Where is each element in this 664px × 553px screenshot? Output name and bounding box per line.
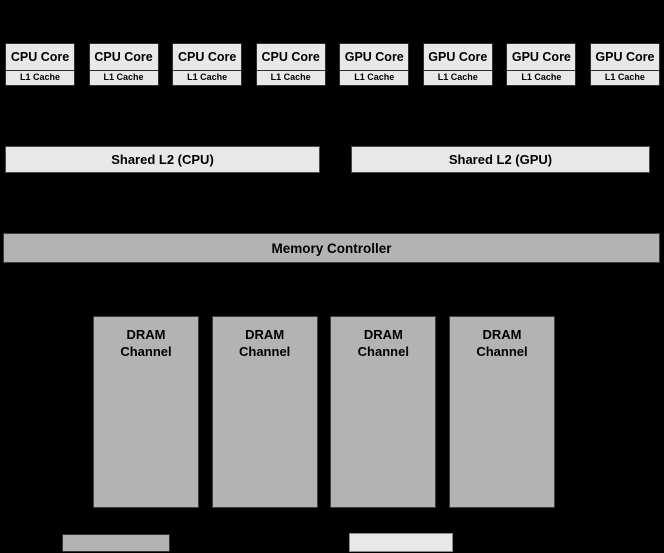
l1-cache-label: L1 Cache: [103, 72, 144, 83]
dram-label-line2: Channel: [239, 344, 291, 359]
dram-label-line1: DRAM: [245, 327, 285, 342]
core-label: CPU Core: [173, 44, 242, 71]
l1-cache-label: L1 Cache: [604, 72, 645, 83]
core-label: CPU Core: [89, 44, 158, 71]
l1-cache-label: L1 Cache: [437, 72, 478, 83]
shared-l2-gpu: Shared L2 (GPU): [351, 146, 650, 173]
l1-cache-label: L1 Cache: [354, 72, 395, 83]
dram-label-line2: Channel: [357, 344, 409, 359]
cpu-core-block: CPU Core L1 Cache: [255, 43, 326, 86]
cpu-core-block: CPU Core L1 Cache: [172, 43, 243, 86]
legend-swatch-gray: [62, 534, 170, 552]
legend-swatch-light: [349, 533, 453, 552]
shared-l2-cpu: Shared L2 (CPU): [5, 146, 320, 173]
gpu-core-block: GPU Core L1 Cache: [422, 43, 493, 86]
cpu-core-block: CPU Core L1 Cache: [5, 43, 75, 86]
core-label: CPU Core: [256, 44, 325, 71]
dram-label-line1: DRAM: [363, 327, 403, 342]
dram-label-line2: Channel: [476, 344, 528, 359]
gpu-core-block: GPU Core L1 Cache: [506, 43, 577, 86]
dram-label-line2: Channel: [120, 344, 172, 359]
core-row: CPU Core L1 Cache CPU Core L1 Cache CPU …: [5, 43, 660, 86]
dram-label-line1: DRAM: [482, 327, 522, 342]
core-label: GPU Core: [590, 44, 659, 71]
l1-cache-label: L1 Cache: [521, 72, 562, 83]
dram-channel: DRAM Channel: [448, 316, 555, 508]
dram-row: DRAM Channel DRAM Channel DRAM Channel D…: [93, 316, 555, 508]
l1-cache-label: L1 Cache: [187, 72, 228, 83]
gpu-core-block: GPU Core L1 Cache: [339, 43, 410, 86]
dram-channel: DRAM Channel: [93, 316, 199, 508]
core-label: GPU Core: [423, 44, 492, 71]
core-label: GPU Core: [340, 44, 409, 71]
gpu-core-block: GPU Core L1 Cache: [589, 43, 660, 86]
dram-label-line1: DRAM: [126, 327, 166, 342]
core-label: CPU Core: [6, 44, 74, 71]
l1-cache-label: L1 Cache: [19, 72, 61, 83]
cpu-core-block: CPU Core L1 Cache: [88, 43, 159, 86]
l1-cache-label: L1 Cache: [270, 72, 311, 83]
memory-controller: Memory Controller: [3, 233, 660, 263]
dram-channel: DRAM Channel: [330, 316, 437, 508]
dram-channel: DRAM Channel: [211, 316, 318, 508]
core-label: GPU Core: [507, 44, 576, 71]
